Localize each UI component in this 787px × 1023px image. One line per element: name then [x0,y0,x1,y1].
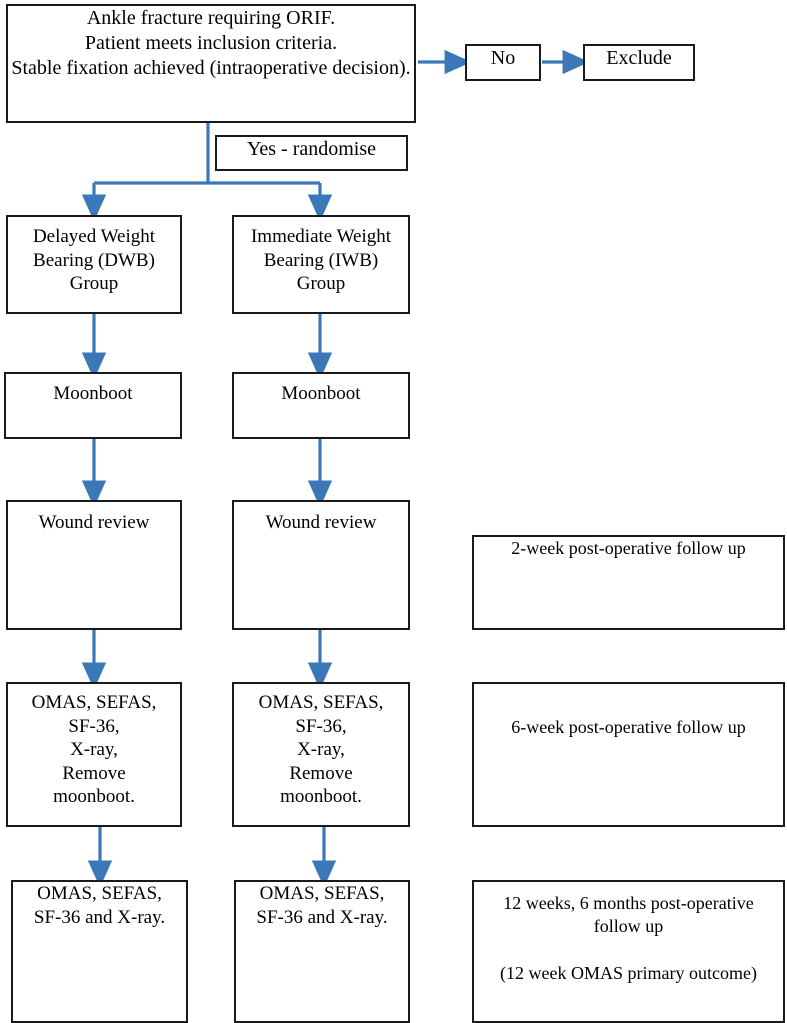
node-iwb-final-assessment[interactable]: OMAS, SEFAS, SF-36 and X-ray. [234,880,410,1023]
node-dwb-group[interactable]: Delayed Weight Bearing (DWB) Group [6,215,182,314]
node-dwb-six-week-assessment-label: OMAS, SEFAS, SF-36, X-ray, Remove moonbo… [31,692,157,808]
node-yes-randomise-label: Yes - randomise [246,138,377,160]
node-no-decision-label: No [490,47,516,69]
node-dwb-moonboot[interactable]: Moonboot [4,372,182,439]
node-iwb-final-assessment-label: OMAS, SEFAS, SF-36 and X-ray. [256,883,388,928]
node-dwb-wound-review[interactable]: Wound review [6,500,182,630]
node-followup-2-week-label: 2-week post-operative follow up [511,538,746,558]
node-eligibility-label: Ankle fracture requiring ORIF. Patient m… [11,7,411,79]
node-iwb-six-week-assessment[interactable]: OMAS, SEFAS, SF-36, X-ray, Remove moonbo… [232,682,410,827]
node-iwb-group-label: Immediate Weight Bearing (IWB) Group [250,226,392,295]
node-dwb-final-assessment-label: OMAS, SEFAS, SF-36 and X-ray. [33,883,166,928]
node-no-decision[interactable]: No [465,44,541,81]
node-followup-6-week-label: 6-week post-operative follow up [511,717,746,737]
node-iwb-wound-review-label: Wound review [265,512,377,533]
node-eligibility[interactable]: Ankle fracture requiring ORIF. Patient m… [6,4,416,123]
node-dwb-final-assessment[interactable]: OMAS, SEFAS, SF-36 and X-ray. [11,880,188,1023]
node-dwb-group-label: Delayed Weight Bearing (DWB) Group [32,226,156,295]
node-iwb-moonboot-label: Moonboot [281,383,361,404]
node-exclude-label: Exclude [606,47,672,69]
node-iwb-six-week-assessment-label: OMAS, SEFAS, SF-36, X-ray, Remove moonbo… [258,692,384,808]
node-iwb-group[interactable]: Immediate Weight Bearing (IWB) Group [232,215,410,314]
node-dwb-moonboot-label: Moonboot [53,383,133,404]
node-iwb-moonboot[interactable]: Moonboot [232,372,410,439]
node-followup-6-week[interactable]: 6-week post-operative follow up [472,682,785,827]
node-followup-12-week[interactable]: 12 weeks, 6 months post-operative follow… [472,880,785,1023]
node-followup-2-week[interactable]: 2-week post-operative follow up [472,535,785,630]
node-followup-12-week-label: 12 weeks, 6 months post-operative follow… [500,893,757,984]
node-yes-randomise[interactable]: Yes - randomise [215,135,408,171]
node-dwb-wound-review-label: Wound review [38,512,150,533]
node-exclude[interactable]: Exclude [583,44,695,81]
node-iwb-wound-review[interactable]: Wound review [232,500,410,630]
node-dwb-six-week-assessment[interactable]: OMAS, SEFAS, SF-36, X-ray, Remove moonbo… [6,682,182,827]
